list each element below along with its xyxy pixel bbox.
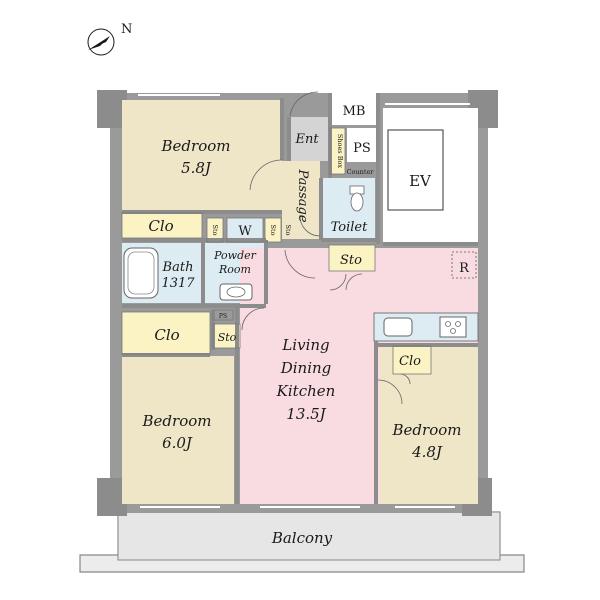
entrance-label: Ent bbox=[294, 132, 319, 147]
bedroom-se-size: 4.8J bbox=[411, 443, 443, 461]
door-swings bbox=[241, 91, 411, 405]
clo-sw-area bbox=[122, 312, 210, 354]
mb-label: MB bbox=[343, 104, 366, 119]
ldk-size: 13.5J bbox=[286, 405, 326, 423]
powder-room-label-1: Powder bbox=[213, 249, 257, 262]
ldk-label-3: Kitchen bbox=[276, 382, 336, 400]
stove-icon bbox=[439, 316, 467, 338]
ldk-label-1: Living bbox=[281, 336, 329, 354]
ps-top-label: PS bbox=[353, 141, 371, 156]
clo-nw-label: Clo bbox=[148, 217, 173, 235]
windows bbox=[138, 94, 470, 508]
bedroom-nw-size: 5.8J bbox=[181, 159, 212, 177]
bedroom-sw-label: Bedroom bbox=[142, 412, 212, 430]
storage-outlines bbox=[121, 127, 432, 375]
mb-area bbox=[331, 93, 377, 125]
passage-area bbox=[282, 161, 320, 239]
balcony-label: Balcony bbox=[271, 529, 333, 547]
ldk-label-2: Dining bbox=[280, 359, 332, 377]
interior-walls bbox=[122, 93, 478, 504]
clo-se-label: Clo bbox=[399, 354, 421, 369]
bedroom-se-label: Bedroom bbox=[392, 421, 462, 439]
ldk-lower-area bbox=[240, 304, 376, 504]
clo-sw-label: Clo bbox=[154, 326, 179, 344]
entrance-area bbox=[289, 117, 329, 161]
sto-small-2-area bbox=[265, 218, 281, 242]
shoes-box-label: Shoes Box bbox=[336, 134, 344, 168]
ps-small-label: PS bbox=[219, 313, 227, 320]
toilet-label: Toilet bbox=[331, 220, 368, 235]
sto-sw-label: Sto bbox=[218, 331, 237, 344]
bedroom-nw-label: Bedroom bbox=[161, 137, 231, 155]
clo-nw-area bbox=[122, 213, 202, 238]
sto-small-1-label: Sto bbox=[211, 225, 219, 236]
washbasin-icon bbox=[219, 283, 253, 301]
refrigerator-label: R bbox=[459, 261, 470, 276]
bath-label: Bath bbox=[162, 260, 194, 275]
sto-ldk-area bbox=[329, 245, 375, 271]
elevator-shaft bbox=[387, 129, 444, 211]
sink-icon bbox=[383, 317, 413, 337]
bathtub-icon bbox=[123, 247, 159, 299]
sto-small-1-area bbox=[207, 218, 223, 242]
ev-label: EV bbox=[409, 172, 432, 190]
balcony bbox=[79, 511, 525, 573]
toilet-area bbox=[321, 178, 375, 240]
north-label: N bbox=[121, 22, 132, 37]
sto-small-3-label: Sto bbox=[284, 225, 292, 236]
bath-size: 1317 bbox=[161, 276, 195, 291]
ps-area bbox=[347, 128, 377, 162]
sto-small-2-label: Sto bbox=[269, 225, 277, 236]
powder-room-label-2: Room bbox=[218, 263, 251, 276]
bedroom-sw-size: 6.0J bbox=[162, 434, 193, 452]
sto-ldk-label: Sto bbox=[340, 253, 362, 268]
north-arrow-icon: N bbox=[87, 22, 132, 56]
clo-se-area bbox=[393, 346, 431, 374]
counter-label: Counter bbox=[347, 168, 375, 176]
washer-label: W bbox=[238, 224, 252, 239]
passage-label: Passage bbox=[295, 168, 310, 222]
refrigerator-space bbox=[451, 251, 477, 279]
shoes-box-area bbox=[330, 128, 345, 174]
bedroom-nw-area bbox=[122, 100, 282, 212]
bedroom-sw-area bbox=[122, 356, 234, 504]
